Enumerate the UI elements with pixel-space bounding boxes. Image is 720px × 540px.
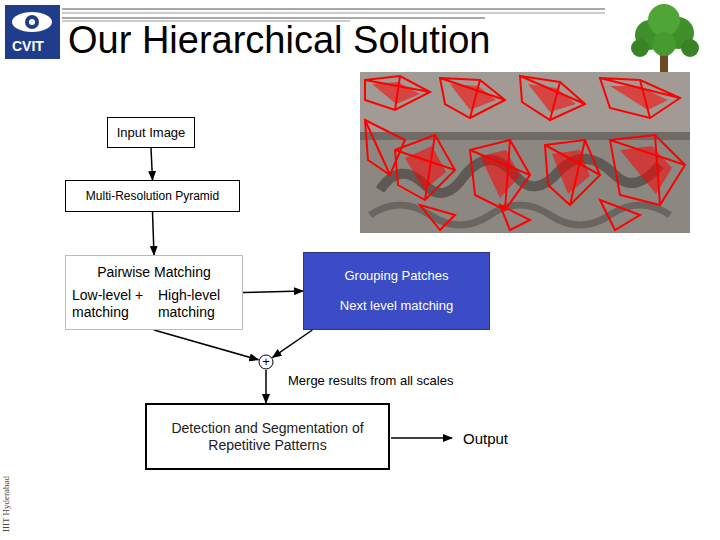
- process-box: Detection and Segmentation of Repetitive…: [145, 403, 390, 470]
- node-text: +: [262, 354, 270, 370]
- output-label: Output: [463, 430, 508, 448]
- node-text: Low-level + matching: [72, 287, 158, 321]
- note: Merge results from all scales: [288, 373, 453, 389]
- connector: [273, 330, 313, 357]
- node-text: Multi-Resolution Pyramid: [86, 189, 219, 203]
- output-arrow: [391, 437, 452, 439]
- cvit-logo: [5, 5, 60, 59]
- node-text: High-level matching: [158, 287, 236, 321]
- process-box: Multi-Resolution Pyramid: [65, 180, 240, 212]
- process-box: Pairwise MatchingLow-level + matchingHig…: [65, 255, 243, 330]
- connector: [243, 291, 303, 293]
- node-text: Next level matching: [340, 298, 453, 314]
- slide-title: Our Hierarchical Solution: [68, 18, 490, 62]
- process-box: Grouping PatchesNext level matching: [303, 252, 490, 330]
- region-fill: [372, 82, 672, 198]
- connector: [153, 212, 155, 255]
- node-text: Grouping Patches: [344, 268, 448, 284]
- connector: [265, 370, 267, 403]
- connector: [154, 330, 258, 360]
- merge-circle: +: [258, 354, 274, 370]
- text-row: Low-level + matchingHigh-level matching: [72, 287, 236, 321]
- match-mesh: [365, 76, 685, 230]
- node-text: Pairwise Matching: [97, 264, 211, 281]
- process-box: Input Image: [107, 117, 195, 148]
- watermark: IIIT Hyderabad: [1, 476, 12, 532]
- tree-logo: [631, 4, 699, 73]
- node-text: Detection and Segmentation of Repetitive…: [170, 420, 365, 454]
- connector: [151, 148, 153, 180]
- logo-text: CVIT: [12, 38, 44, 55]
- node-text: Input Image: [117, 125, 186, 141]
- relief-photo: [360, 72, 690, 233]
